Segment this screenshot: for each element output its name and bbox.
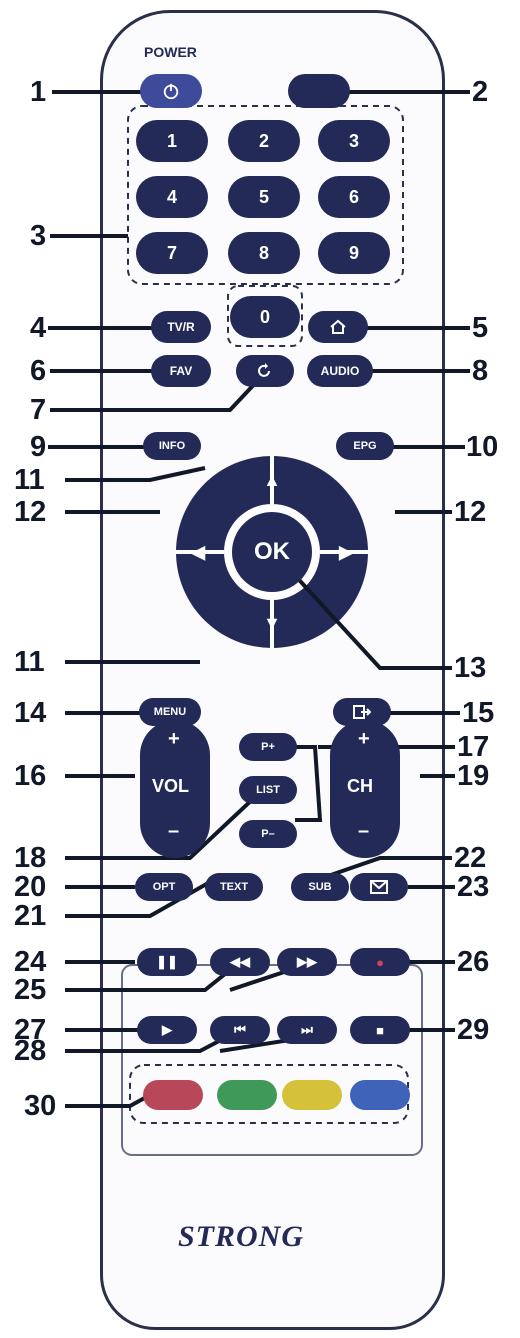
numpad-outline [128, 106, 403, 284]
zero-outline [228, 286, 302, 346]
color-keys-outline [130, 1065, 408, 1123]
media-panel [122, 965, 422, 1155]
